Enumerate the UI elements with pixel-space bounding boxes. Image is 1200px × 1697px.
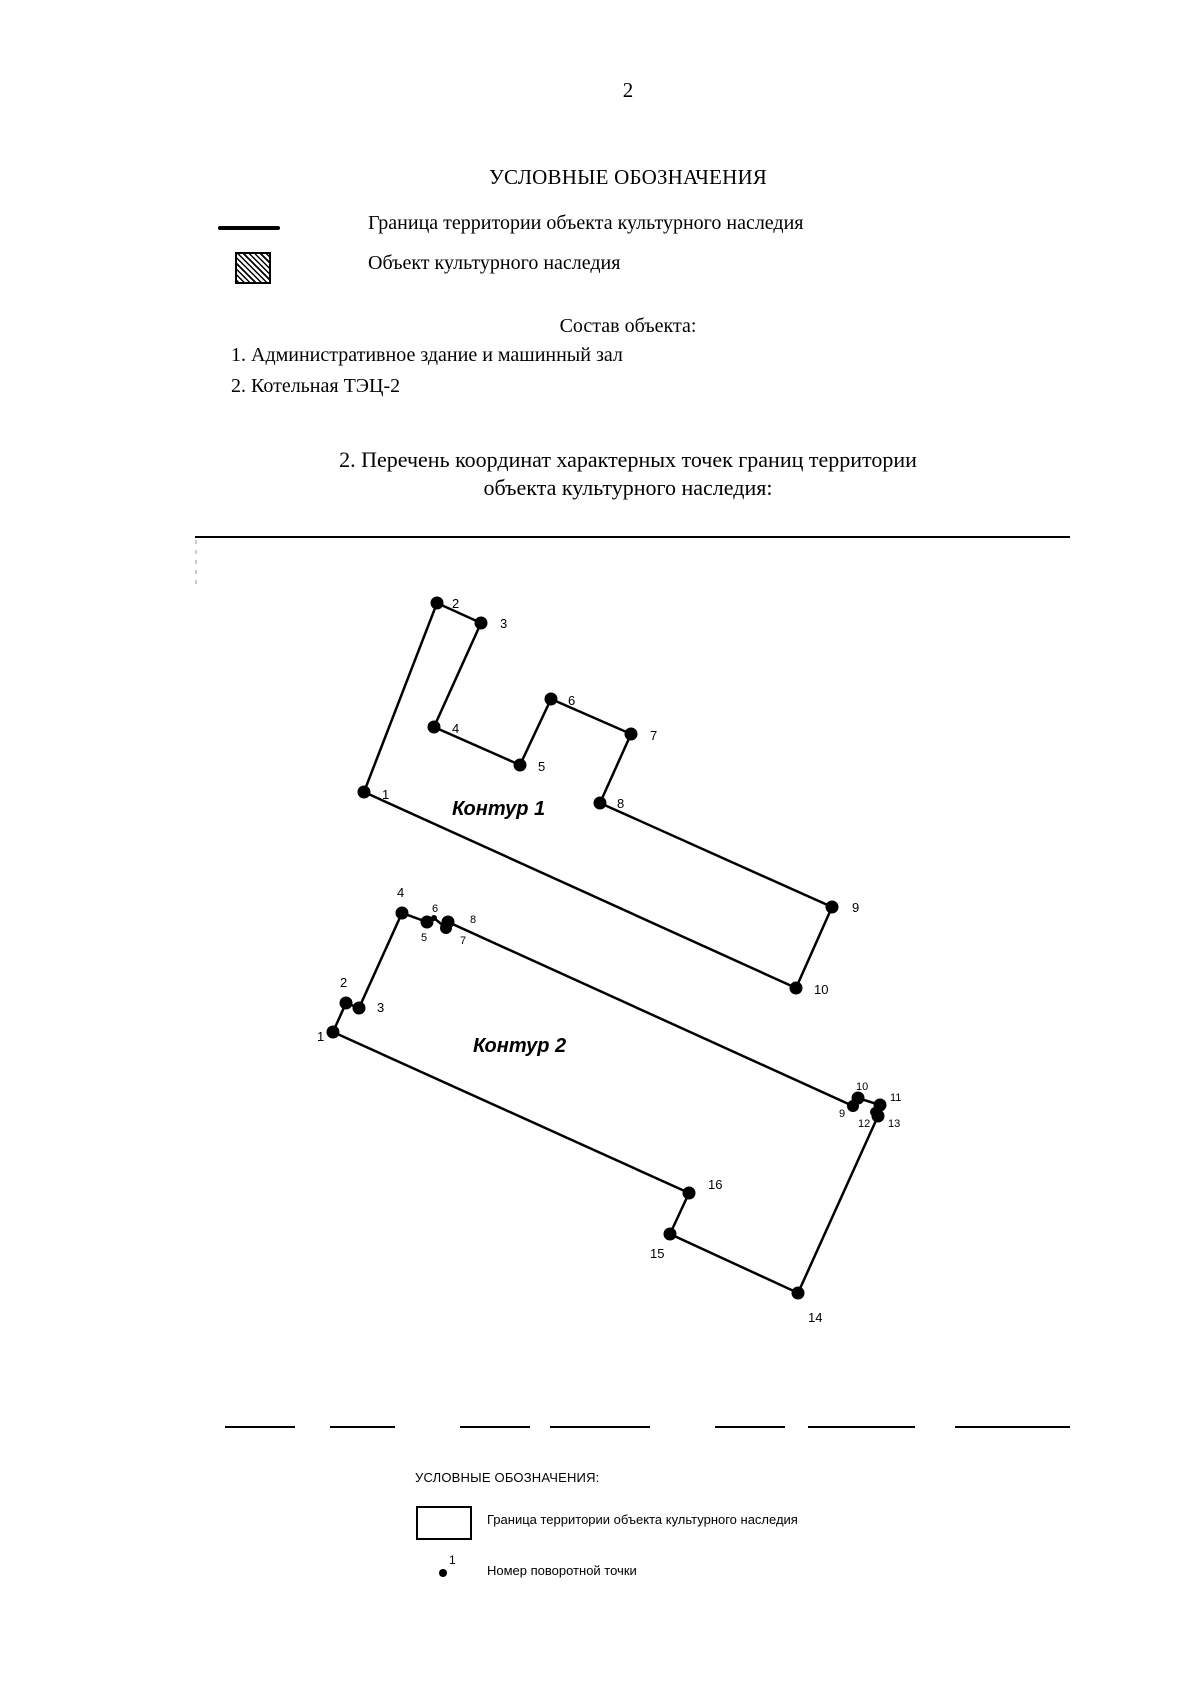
- bottom-legend-title: УСЛОВНЫЕ ОБОЗНАЧЕНИЯ:: [415, 1470, 600, 1485]
- composition-item-2: 2. Котельная ТЭЦ-2: [231, 375, 401, 397]
- svg-text:7: 7: [650, 728, 657, 743]
- svg-text:2: 2: [452, 596, 459, 611]
- svg-text:4: 4: [397, 885, 404, 900]
- section-heading-line1: 2. Перечень координат характерных точек …: [339, 447, 917, 472]
- composition-title: Состав объекта:: [559, 315, 697, 337]
- svg-text:1: 1: [317, 1029, 324, 1044]
- svg-text:5: 5: [538, 759, 545, 774]
- svg-text:10: 10: [814, 982, 828, 997]
- svg-text:8: 8: [617, 796, 624, 811]
- bottom-legend-boundary-label: Граница территории объекта культурного н…: [487, 1512, 798, 1527]
- boundary-line-icon: [218, 226, 280, 230]
- contour-1-label: Контур 1: [452, 798, 545, 820]
- svg-text:16: 16: [708, 1177, 722, 1192]
- svg-text:6: 6: [568, 693, 575, 708]
- svg-text:6: 6: [432, 903, 438, 915]
- section-heading-line2: объекта культурного наследия:: [483, 475, 773, 500]
- legend-title: УСЛОВНЫЕ ОБОЗНАЧЕНИЯ: [488, 165, 768, 189]
- svg-text:13: 13: [888, 1118, 900, 1130]
- boundary-rectangle-icon: [416, 1506, 472, 1540]
- svg-text:15: 15: [650, 1246, 664, 1261]
- legend-object-label: Объект культурного наследия: [368, 252, 621, 274]
- composition-item-1: 1. Административное здание и машинный за…: [231, 344, 623, 366]
- contour-2-point-labels: 1 2 3 4 5 6 7 8 9 10 11 12 13 14 15 16: [317, 885, 901, 1325]
- contour-2-boundary: [331, 911, 883, 1295]
- svg-text:2: 2: [340, 975, 347, 990]
- svg-text:8: 8: [470, 914, 476, 926]
- hatched-square-icon: [235, 252, 271, 284]
- svg-text:11: 11: [890, 1092, 901, 1104]
- contour-2-label: Контур 2: [473, 1035, 566, 1057]
- turning-point-number-sample: 1: [449, 1553, 456, 1567]
- page-number: 2: [622, 78, 634, 102]
- contour-1-boundary: [362, 601, 834, 990]
- svg-text:10: 10: [856, 1081, 868, 1093]
- svg-text:5: 5: [421, 932, 427, 944]
- svg-text:12: 12: [858, 1118, 870, 1130]
- svg-text:7: 7: [460, 935, 466, 947]
- svg-text:14: 14: [808, 1310, 822, 1325]
- contour-1-points: [357, 596, 839, 995]
- contour-2-points: [326, 906, 887, 1300]
- svg-text:1: 1: [382, 787, 389, 802]
- svg-text:9: 9: [839, 1108, 845, 1120]
- contour-1-point-labels: 1 2 3 4 5 6 7 8 9 10: [382, 596, 859, 997]
- bottom-legend-point-label: Номер поворотной точки: [487, 1563, 637, 1578]
- svg-text:3: 3: [500, 616, 507, 631]
- svg-text:4: 4: [452, 721, 459, 736]
- turning-point-dot-icon: [439, 1569, 447, 1577]
- legend-boundary-label: Граница территории объекта культурного н…: [368, 212, 804, 234]
- svg-text:3: 3: [377, 1000, 384, 1015]
- svg-text:9: 9: [852, 900, 859, 915]
